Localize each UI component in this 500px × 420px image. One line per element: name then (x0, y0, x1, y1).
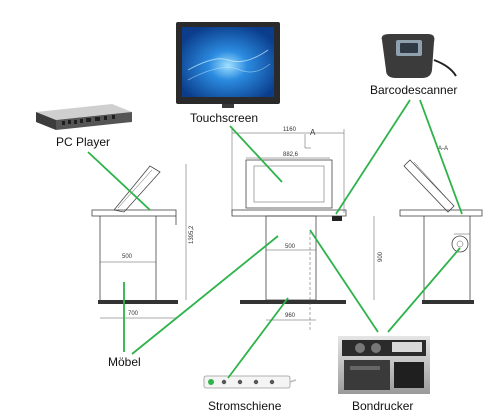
connector-pc-player (87, 151, 151, 211)
barcodescanner-image (381, 34, 457, 78)
dim-height: 1395,2 (189, 225, 195, 244)
moebel-label: Möbel (108, 355, 141, 369)
dim-left-base: 700 (128, 311, 139, 317)
connector-stromschiene (227, 297, 289, 379)
connector-moebel-center (131, 235, 279, 355)
bondrucker-label: Bondrucker (352, 399, 413, 413)
connector-barcodescanner-a (335, 99, 411, 215)
touchscreen-label: Touchscreen (190, 111, 258, 125)
drawing-side-right (373, 159, 483, 304)
dim-top-width: 1160 (283, 127, 297, 133)
section-a-side: A-A (438, 146, 448, 152)
dim-center-base: 960 (285, 313, 296, 319)
dim-center-inner: 500 (285, 244, 296, 250)
dim-right-height: 900 (378, 251, 384, 262)
touchscreen-image (176, 22, 280, 108)
dim-left-inner: 500 (122, 254, 133, 260)
dim-screen-width: 882,6 (283, 152, 299, 158)
connector-touchscreen (229, 125, 283, 183)
pc-player-label: PC Player (56, 135, 110, 149)
stromschiene-image (203, 375, 297, 389)
bondrucker-image (338, 336, 430, 394)
barcodescanner-label: Barcodescanner (370, 83, 457, 97)
drawing-side-left (91, 164, 187, 319)
pc-player-image (36, 104, 132, 130)
connector-bondrucker-a (309, 229, 379, 333)
section-a-marker: A (310, 128, 316, 137)
connector-barcodescanner-b (419, 99, 463, 215)
connector-lines (87, 99, 463, 379)
stromschiene-label: Stromschiene (208, 399, 282, 413)
drawing-front-center (231, 129, 347, 330)
connector-bondrucker-b (387, 247, 461, 333)
